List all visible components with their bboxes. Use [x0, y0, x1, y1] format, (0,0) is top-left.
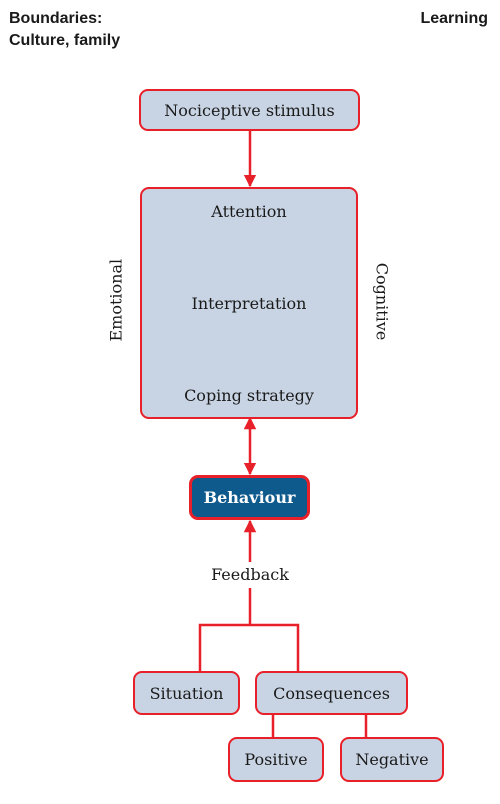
boundaries-heading: Boundaries: Culture, family — [9, 8, 120, 52]
emotional-label: Emotional — [106, 258, 126, 342]
feedback-branch — [198, 623, 300, 672]
learning-heading: Learning — [420, 10, 488, 27]
boundaries-label: Boundaries: — [9, 10, 103, 27]
behaviour-label: Behaviour — [203, 488, 296, 507]
situation-label: Situation — [149, 683, 224, 703]
coping-strategy-label: Coping strategy — [184, 386, 314, 405]
cognitive-label: Cognitive — [372, 262, 392, 341]
positive-label: Positive — [244, 750, 308, 769]
behaviour-box: Behaviour — [189, 475, 310, 520]
processing-box — [140, 187, 358, 419]
consequences-label: Consequences — [273, 683, 390, 703]
negative-box: Negative — [340, 737, 444, 782]
nociceptive-stimulus-label: Nociceptive stimulus — [164, 100, 335, 120]
positive-box: Positive — [228, 737, 324, 782]
negative-label: Negative — [355, 750, 429, 769]
attention-label: Attention — [211, 202, 287, 221]
interpretation-label: Interpretation — [191, 294, 307, 313]
feedback-label: Feedback — [211, 565, 289, 584]
consequences-box: Consequences — [255, 671, 408, 715]
situation-box: Situation — [133, 671, 240, 715]
nociceptive-stimulus-box: Nociceptive stimulus — [139, 89, 360, 131]
culture-family-label: Culture, family — [9, 32, 121, 49]
